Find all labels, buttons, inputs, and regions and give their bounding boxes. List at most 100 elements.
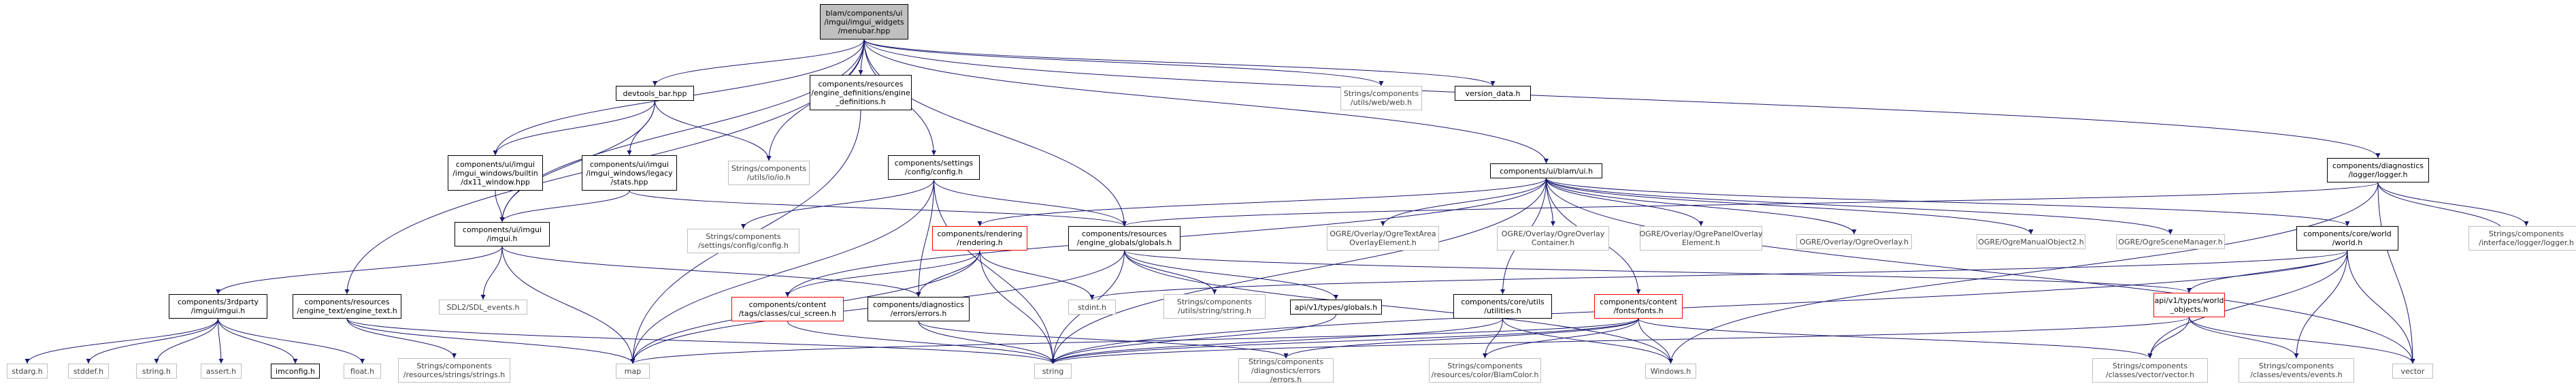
node-text-area[interactable]: OGRE/Overlay/OgreTextArea OverlayElement… (1327, 226, 1439, 251)
edge-world-h-to-world-objects (2187, 250, 2348, 293)
edge-blam-ui-to-world-h (1546, 178, 2350, 227)
edge-engine-text-to-map (346, 318, 635, 364)
edge-stats-hpp-to-imgui-h (499, 190, 630, 223)
edge-world-objects-to-string (1051, 317, 2190, 364)
edge-root-to-blam-ui (863, 39, 1549, 164)
edge-blam-ui-to-manual-obj (1546, 178, 2034, 235)
edge-devtools-bar-to-dx11-window (493, 100, 655, 156)
node-io-h[interactable]: Strings/components /utils/io/io.h (728, 161, 810, 185)
node-scene-mgr[interactable]: OGRE/OgreSceneManager.h (2116, 234, 2225, 249)
edge-fonts-h-to-diag-errors (1283, 318, 1639, 359)
node-engine-text[interactable]: components/resources /engine_text/engine… (293, 294, 401, 319)
edge-engine-text-to-strings-h (346, 318, 457, 359)
edge-imgui-3rd-to-string-h (154, 318, 218, 364)
edge-fonts-h-to-string (1051, 318, 1639, 364)
node-dx11-window[interactable]: components/ui/imgui /imgui_windows/built… (448, 155, 543, 191)
node-blam-ui[interactable]: components/ui/blam/ui.h (1490, 163, 1602, 178)
node-stdarg[interactable]: stdarg.h (7, 364, 48, 379)
node-vector[interactable]: vector (2392, 364, 2433, 379)
edge-config-h-to-string (934, 179, 1055, 364)
edge-world-objects-to-events-h (2189, 317, 2299, 359)
edge-blam-ui-to-rendering-h (977, 178, 1547, 227)
node-fonts-h[interactable]: components/content /fonts/fonts.h (1594, 294, 1683, 319)
edge-blam-ui-to-ogre-overlay (1546, 178, 1857, 235)
edge-globals-h-to-world-objects (1124, 250, 2192, 293)
edge-world-h-to-stdint (1089, 250, 2348, 300)
edge-logger-h-to-windows-h (1668, 182, 2379, 364)
edge-rendering-h-to-cui-screen (785, 250, 980, 298)
node-logger-h[interactable]: components/diagnostics /logger/logger.h (2327, 158, 2429, 182)
node-config-h[interactable]: components/settings /config/config.h (888, 155, 980, 180)
node-ovl-container[interactable]: OGRE/Overlay/OgreOverlay Container.h (1497, 226, 1609, 251)
edge-rendering-h-to-stdint (979, 250, 1095, 300)
node-events-h[interactable]: Strings/components /classes/events/event… (2239, 358, 2354, 383)
edge-stats-hpp-to-globals-h (629, 190, 1127, 227)
node-stdint[interactable]: stdint.h (1068, 300, 1116, 315)
node-str-string[interactable]: Strings/components /utils/string/string.… (1163, 294, 1266, 319)
node-string-h[interactable]: string.h (136, 364, 177, 379)
node-root[interactable]: blam/components/ui /imgui/imgui_widgets … (820, 4, 908, 39)
edge-globals-h-to-apiv1-globals (1124, 250, 1338, 300)
edge-utilities-h-to-string (1051, 318, 1503, 364)
node-diag-errors[interactable]: Strings/components /diagnostics/errors /… (1238, 357, 1334, 384)
node-stats-hpp[interactable]: components/ui/imgui /imgui_windows/legac… (582, 155, 677, 191)
node-map[interactable]: map (616, 364, 650, 379)
edge-root-to-imgui-h (499, 39, 865, 223)
edge-root-to-globals-h (863, 39, 1127, 227)
edge-imgui-h-to-sdl-events (480, 246, 503, 300)
edge-globals-h-to-windows-h (1124, 250, 1673, 364)
node-strings-h[interactable]: Strings/components /resources/strings/st… (398, 358, 510, 383)
node-globals-h[interactable]: components/resources /engine_globals/glo… (1068, 226, 1180, 251)
edge-root-to-devtools-bar (653, 39, 865, 86)
edges-layer (24, 39, 2529, 364)
edge-imgui-h-to-map (501, 246, 635, 364)
node-engine-defs[interactable]: components/resources /engine_definitions… (810, 75, 912, 110)
node-errors-h[interactable]: components/diagnostics /errors/errors.h (868, 297, 970, 321)
node-sdl-events[interactable]: SDL2/SDL_events.h (439, 300, 527, 315)
node-rendering-h[interactable]: components/rendering /rendering.h (932, 226, 1027, 251)
edge-fonts-h-to-vector-h (1638, 318, 2153, 359)
edge-rendering-h-to-string (979, 250, 1055, 364)
node-imgui-h[interactable]: components/ui/imgui /imgui.h (455, 222, 550, 246)
edge-blam-ui-to-panel-ovl (1546, 178, 1704, 227)
edge-utilities-h-to-blamcolor (1483, 318, 1503, 359)
edge-cui-screen-to-string (787, 321, 1055, 364)
edge-imgui-h-to-imgui-3rd (216, 246, 503, 295)
node-windows-h[interactable]: Windows.h (1645, 364, 1696, 379)
edge-imgui-3rd-to-imconfig (218, 318, 298, 364)
edge-imgui-h-to-errors-h (501, 246, 921, 298)
edge-globals-h-to-str-string (1124, 250, 1217, 295)
edge-imgui-3rd-to-float-h (218, 318, 365, 364)
node-vector-h[interactable]: Strings/components /classes/vector/vecto… (2092, 358, 2208, 383)
node-blamcolor[interactable]: Strings/components /resources/color/Blam… (1429, 358, 1541, 383)
edge-fonts-h-to-windows-h (1638, 318, 1673, 364)
node-cui-screen[interactable]: components/content /tags/classes/cui_scr… (731, 297, 844, 321)
edge-apiv1-globals-to-string (1051, 314, 1336, 364)
edge-blam-ui-to-vector (1546, 178, 2415, 364)
edge-config-h-to-map (630, 179, 934, 364)
node-utilities-h[interactable]: components/core/utils /utilities.h (1453, 294, 1552, 319)
node-web-h[interactable]: Strings/components /utils/web/web.h (1340, 86, 1422, 110)
node-ogre-overlay[interactable]: OGRE/Overlay/OgreOverlay.h (1796, 234, 1912, 249)
node-imconfig[interactable]: imconfig.h (271, 364, 320, 379)
node-cfg-strings[interactable]: Strings/components /settings/config/conf… (687, 229, 799, 253)
edge-logger-h-to-vector (2377, 182, 2415, 364)
edge-world-h-to-vector-h (2147, 250, 2348, 359)
node-world-h[interactable]: components/core/world /world.h (2296, 226, 2398, 251)
node-version-data[interactable]: version_data.h (1455, 86, 1531, 101)
node-string[interactable]: string (1034, 364, 1072, 379)
node-imgui-3rd[interactable]: components/3rdparty /imgui/imgui.h (169, 294, 267, 319)
node-devtools-bar[interactable]: devtools_bar.hpp (616, 86, 694, 101)
edge-root-to-web-h (863, 39, 1384, 86)
edge-root-to-version-data (863, 39, 1496, 86)
edge-config-h-to-globals-h (934, 179, 1127, 227)
node-manual-obj[interactable]: OGRE/OgreManualObject2.h (1977, 234, 2085, 249)
node-assert-h[interactable]: assert.h (201, 364, 242, 379)
edge-world-objects-to-vector-h (2147, 317, 2190, 359)
node-panel-ovl[interactable]: OGRE/Overlay/OgrePanelOverlay Element.h (1639, 226, 1763, 251)
node-stddef[interactable]: stddef.h (68, 364, 109, 379)
node-logger-iface[interactable]: Strings/components /interface/logger/log… (2468, 226, 2576, 251)
node-world-objects[interactable]: api/v1/types/world _objects.h (2153, 293, 2225, 317)
node-apiv1-globals[interactable]: api/v1/types/globals.h (1290, 300, 1382, 315)
node-float-h[interactable]: float.h (344, 364, 381, 379)
